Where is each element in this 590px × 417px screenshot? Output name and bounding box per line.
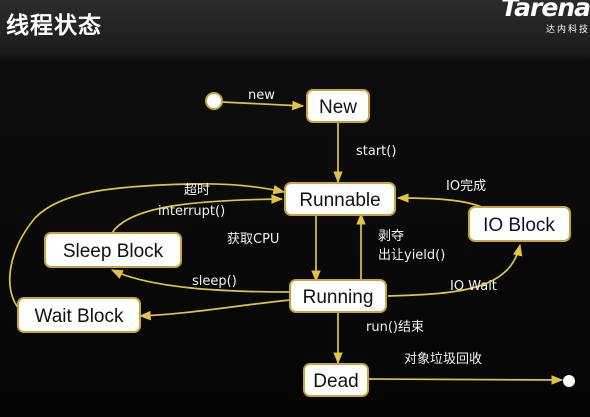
edge-dead-to-end xyxy=(367,375,564,385)
label-gc: 对象垃圾回收 xyxy=(404,352,482,367)
start-point xyxy=(205,92,223,110)
state-wait-block-label: Wait Block xyxy=(34,306,124,327)
end-point xyxy=(563,375,575,387)
state-runnable: Runnable xyxy=(284,182,396,216)
label-run-end: run()结束 xyxy=(366,320,424,335)
slide-title: 线程状态 xyxy=(6,13,102,39)
edge-start-to-new xyxy=(221,100,305,111)
state-dead: Dead xyxy=(303,363,369,397)
edges xyxy=(8,100,564,385)
edge-sleepblock-to-runnable xyxy=(111,194,284,234)
label-io-wait: IO Wait xyxy=(450,279,497,294)
edge-running-to-waitblock xyxy=(138,299,291,321)
edge-running-to-ioblock xyxy=(387,243,523,297)
edge-running-to-sleepblock xyxy=(110,269,291,293)
state-running: Running xyxy=(289,279,387,313)
state-new: New xyxy=(306,89,370,123)
state-running-label: Running xyxy=(303,287,374,308)
label-yield: 出让yield() xyxy=(378,248,445,263)
label-interrupt: interrupt() xyxy=(158,204,225,219)
label-sleep: sleep() xyxy=(192,274,237,289)
brand-logo: Tarena 达内科技 xyxy=(480,0,590,35)
state-io-block-label: IO Block xyxy=(483,215,555,236)
edge-labels: new start() IO完成 超时 interrupt() 获取CPU 剥夺… xyxy=(158,88,497,367)
state-runnable-label: Runnable xyxy=(299,190,380,211)
label-start: start() xyxy=(356,144,396,159)
edge-waitblock-to-runnable xyxy=(8,182,286,311)
label-get-cpu: 获取CPU xyxy=(227,232,279,247)
state-io-block: IO Block xyxy=(468,206,571,242)
brand-logo-wordmark: Tarena xyxy=(501,0,590,22)
label-io-complete: IO完成 xyxy=(446,179,486,194)
label-new: new xyxy=(248,88,275,103)
state-wait-block: Wait Block xyxy=(17,297,141,333)
brand-logo-subtitle: 达内科技 xyxy=(545,25,590,35)
state-new-label: New xyxy=(319,97,357,118)
state-sleep-block-label: Sleep Block xyxy=(63,241,164,262)
label-preempt: 剥夺 xyxy=(378,229,404,244)
state-dead-label: Dead xyxy=(313,371,358,392)
label-timeout: 超时 xyxy=(184,183,210,198)
state-sleep-block: Sleep Block xyxy=(44,232,182,268)
